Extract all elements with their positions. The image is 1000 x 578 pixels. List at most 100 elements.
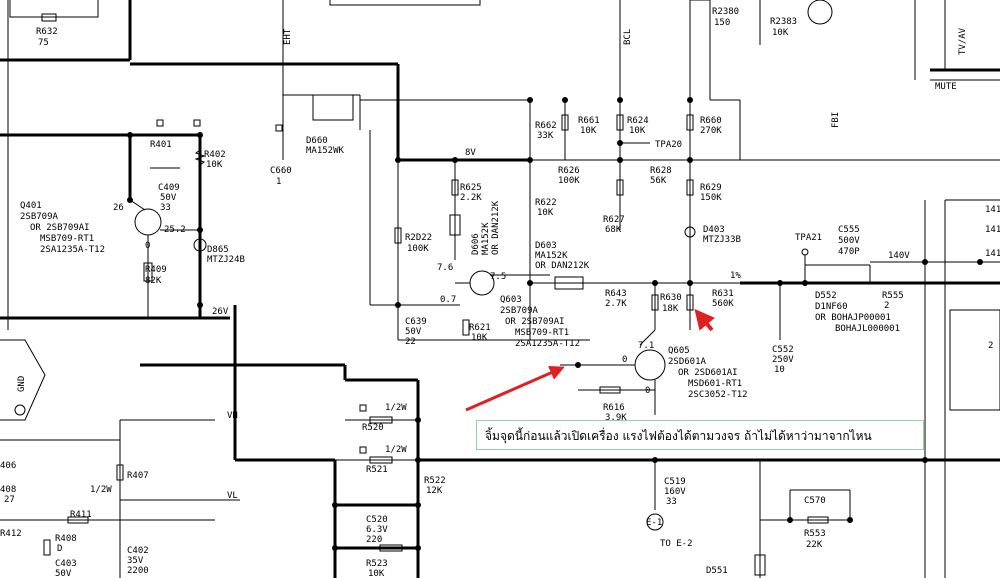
q605-part-a: 2SD601A <box>668 357 707 367</box>
q605-label: Q605 <box>668 346 690 356</box>
r632-value: 75 <box>38 38 49 48</box>
net-141-a: 141 <box>985 205 1000 215</box>
d865-value: MTZJ24B <box>207 255 245 265</box>
c409-label: C409 <box>158 183 180 193</box>
r408b-label: R408 <box>55 534 77 544</box>
r624-label: R624 <box>627 116 649 126</box>
r661-value: 10K <box>580 126 597 136</box>
q605-section: D603 MA152K OR DAN212K R643 2.7K R630 18… <box>527 241 1000 423</box>
red-arrow-r631 <box>694 308 715 332</box>
q605-part-c: MSD601-RT1 <box>688 379 742 389</box>
tvav-label: TV/AV <box>958 27 968 55</box>
q603-volt-07: 0.7 <box>440 295 456 305</box>
c552-volt: 250V <box>772 355 794 365</box>
to-e2-label: TO E-2 <box>660 539 693 549</box>
d403-zener <box>684 226 696 238</box>
r402-value: 10K <box>206 160 223 170</box>
c409-volt: 50V <box>160 193 177 203</box>
c660-label: C660 <box>270 166 292 176</box>
r631-label: R631 <box>712 289 734 299</box>
tpa21-label: TPA21 <box>795 233 822 243</box>
d606-label: D606 <box>471 233 481 255</box>
c520-label: C520 <box>366 515 388 525</box>
r409-value: 82K <box>145 276 162 286</box>
r520-label: R520 <box>362 423 384 433</box>
r522-label: R522 <box>424 476 446 486</box>
d403-label: D403 <box>703 225 725 235</box>
r622-label: R622 <box>535 198 557 208</box>
r621-label: R621 <box>469 323 491 333</box>
q605-volt-71: 7.1 <box>638 341 654 351</box>
rail-8v-label: 8V <box>465 148 476 158</box>
d606-diode <box>449 214 461 236</box>
r523-label: R523 <box>366 559 388 569</box>
r2380-value: 150 <box>714 18 730 28</box>
c660-value: 1 <box>276 177 281 187</box>
d603-label: D603 <box>535 241 557 251</box>
d552-part-c: BOHAJL000001 <box>835 324 900 334</box>
r632-label: R632 <box>36 27 58 37</box>
probe-point[interactable] <box>575 362 581 368</box>
r2022-label: R2D22 <box>405 233 432 243</box>
q603-volt-75: 7.5 <box>490 272 506 282</box>
r408-value: 27 <box>4 495 15 505</box>
r401-label: R401 <box>150 140 172 150</box>
c570-label: C570 <box>804 496 826 506</box>
q401-volt-252: 25.2 <box>164 225 186 235</box>
r2383-value: 10K <box>772 28 789 38</box>
r661-label: R661 <box>578 116 600 126</box>
vh-label: VH <box>227 411 238 421</box>
c639-cap: 22 <box>405 337 416 347</box>
c402-volt: 35V <box>127 556 144 566</box>
q605-transistor <box>634 349 666 381</box>
r408b-value: D <box>57 544 62 554</box>
r660-value: 270K <box>700 126 722 136</box>
gnd-terminal <box>14 404 26 416</box>
red-arrow-probe <box>465 365 565 412</box>
q401-part-a: 2SB709A <box>20 212 59 222</box>
r622-value: 10K <box>537 208 554 218</box>
q603-part-b: OR 2SB709AI <box>505 317 565 327</box>
r631-resistor <box>686 294 694 311</box>
d603-diode <box>554 276 584 290</box>
q603-part-d: 2SA1235A-T12 <box>515 339 580 349</box>
eht-section: EHT D660 MA152WK C660 1 <box>270 0 530 187</box>
c519-cap: 33 <box>666 497 677 507</box>
q605-volt-0a: 0 <box>622 355 627 365</box>
bottom-left-area: GND VH VL 406 408 27 R407 1/2W R411 R412… <box>0 339 240 578</box>
tpa20-label: TPA20 <box>655 140 682 150</box>
d552-part-b: OR BOHAJP00001 <box>815 313 891 323</box>
net-141-b: 141 <box>985 225 1000 235</box>
net-2: 2 <box>988 341 993 351</box>
pct1-label: 1% <box>730 271 741 281</box>
fbi-label: FBI <box>831 112 841 128</box>
q605-volt-0b: 0 <box>645 386 650 396</box>
c403-value: 50V <box>55 569 72 578</box>
r411-label: R411 <box>70 510 92 520</box>
c639-volt: 50V <box>405 327 422 337</box>
c402-cap: 2200 <box>127 566 149 576</box>
r412-label: R412 <box>0 529 22 539</box>
bcl-label: BCL <box>623 29 633 45</box>
rail-140v-section: 1% TPA21 C555 500V 470P 140V D552 D1NF60… <box>730 199 1000 578</box>
eht-label: EHT <box>283 28 293 45</box>
r630-label: R630 <box>660 293 682 303</box>
r553-value: 22K <box>806 540 823 550</box>
d865-zener <box>193 238 207 252</box>
q605-part-b: OR 2SD601AI <box>678 368 738 378</box>
rail-26v-label: 26V <box>212 307 229 317</box>
d551-label: D551 <box>706 566 728 576</box>
r555-label: R555 <box>882 291 904 301</box>
r616-label: R616 <box>603 403 625 413</box>
q401-part-c: MSB709-RT1 <box>40 234 94 244</box>
q603-part-a: 2SB709A <box>500 306 539 316</box>
c519-label: C519 <box>664 477 686 487</box>
c552-cap: 10 <box>774 365 785 375</box>
r409-resistor <box>143 262 153 282</box>
r407-label: R407 <box>127 471 149 481</box>
c402-label: C402 <box>127 546 149 556</box>
annotation-note: จิ้มจุดนี้ก่อนแล้วเปิดเครื่อง แรงไฟต้องไ… <box>476 420 924 450</box>
r627-value: 68K <box>605 225 622 235</box>
c403-label: C403 <box>55 559 77 569</box>
c520-volt: 6.3V <box>366 525 388 535</box>
